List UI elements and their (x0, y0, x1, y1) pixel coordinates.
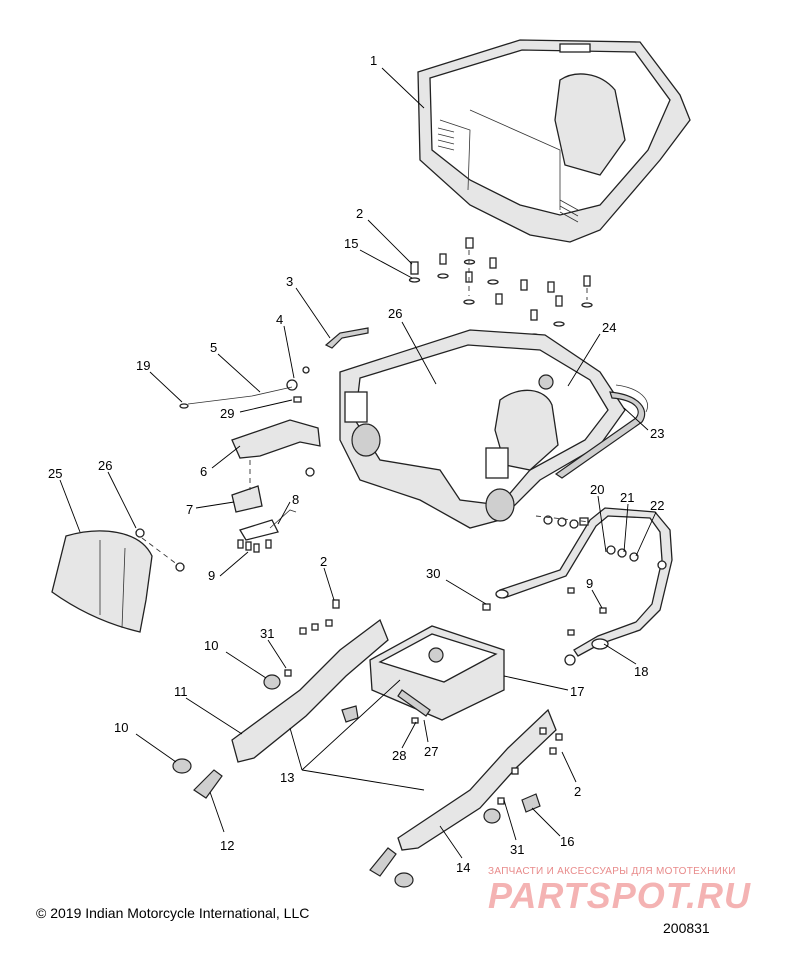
callout-24: 24 (602, 320, 616, 335)
callout-7: 7 (186, 502, 193, 517)
callout-26-upper: 26 (388, 306, 402, 321)
callout-16: 16 (560, 834, 574, 849)
callout-20: 20 (590, 482, 604, 497)
callout-6: 6 (200, 464, 207, 479)
support-rail-right-part (369, 708, 563, 888)
callout-9-right: 9 (586, 576, 593, 591)
callout-26-lower: 26 (98, 458, 112, 473)
callout-28: 28 (392, 748, 406, 763)
callout-27: 27 (424, 744, 438, 759)
callout-12: 12 (220, 838, 234, 853)
copyright-notice: © 2019 Indian Motorcycle International, … (36, 905, 310, 921)
callout-19: 19 (136, 358, 150, 373)
mounting-plate-part (369, 625, 505, 724)
callout-2-lower: 2 (574, 784, 581, 799)
leader-lines (59, 67, 657, 859)
callout-14: 14 (456, 860, 470, 875)
callout-2-middle: 2 (320, 554, 327, 569)
lock-bracket-parts (231, 419, 321, 553)
callout-5: 5 (210, 340, 217, 355)
callout-labels: 1 2 15 3 4 5 19 29 26 24 23 6 7 8 9 25 2… (48, 53, 664, 875)
callout-22: 22 (650, 498, 664, 513)
callout-1: 1 (370, 53, 377, 68)
callout-11: 11 (174, 684, 188, 699)
callout-4: 4 (276, 312, 283, 327)
watermark-tagline: ЗАПЧАСТИ И АКСЕССУАРЫ ДЛЯ МОТОТЕХНИКИ (488, 866, 736, 877)
bolt-set-upper (408, 237, 593, 339)
side-pad-part (51, 528, 185, 633)
trunk-lid-part (417, 39, 691, 243)
callout-2: 2 (356, 206, 363, 221)
watermark: ЗАПЧАСТИ И АКСЕССУАРЫ ДЛЯ МОТОТЕХНИКИ PA… (488, 866, 788, 917)
callout-25: 25 (48, 466, 62, 481)
callout-18: 18 (634, 664, 648, 679)
trunk-base-part (339, 329, 646, 529)
callout-13: 13 (280, 770, 294, 785)
latch-cable-parts (179, 366, 310, 409)
weatherstrip-part (324, 327, 369, 349)
luggage-rail-part (482, 507, 673, 666)
callout-23: 23 (650, 426, 664, 441)
callout-3: 3 (286, 274, 293, 289)
callout-30: 30 (426, 566, 440, 581)
callout-8: 8 (292, 492, 299, 507)
callout-10-lower: 10 (114, 720, 128, 735)
callout-31-lower: 31 (510, 842, 524, 857)
trim-strip-part (615, 384, 648, 413)
watermark-brand: PARTSPOT.RU (488, 875, 752, 916)
callout-17: 17 (570, 684, 584, 699)
callout-9-left: 9 (208, 568, 215, 583)
callout-15: 15 (344, 236, 358, 251)
callout-31-upper: 31 (260, 626, 274, 641)
callout-29: 29 (220, 406, 234, 421)
callout-10-upper: 10 (204, 638, 218, 653)
support-rail-left-part (172, 599, 389, 799)
callout-21: 21 (620, 490, 634, 505)
diagram-number: 200831 (663, 920, 710, 936)
